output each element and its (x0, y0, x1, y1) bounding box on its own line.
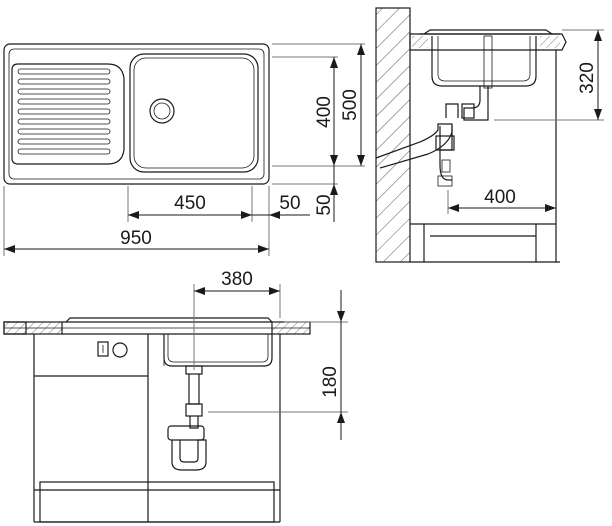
dim-bowl-depth: 320 (577, 62, 598, 94)
dim-depth-inner: 400 (314, 96, 335, 128)
control-knob-square (97, 341, 109, 357)
control-knob-round (112, 342, 128, 358)
wall (375, 7, 411, 263)
front-view: 380 180 (3, 269, 348, 523)
drainboard-ribs (17, 68, 111, 155)
top-view: 400 500 50 450 50 950 (3, 43, 365, 256)
dim-total-width: 950 (120, 228, 152, 249)
drainboard (11, 63, 125, 165)
dim-bowl-width: 450 (174, 193, 206, 214)
dim-edge-offset: 50 (279, 193, 300, 214)
dim-drain-offset: 380 (221, 269, 253, 290)
sink-outline (3, 43, 270, 185)
dim-cabinet-depth: 400 (484, 187, 516, 208)
dim-siphon-height: 180 (320, 366, 341, 398)
sink-bowl-front (163, 334, 273, 367)
sink-bowl (129, 53, 259, 173)
side-view: 320 400 (375, 7, 604, 263)
dim-side-offset: 50 (314, 194, 335, 215)
dim-depth-total: 500 (340, 89, 361, 121)
drain-hole (149, 98, 175, 124)
